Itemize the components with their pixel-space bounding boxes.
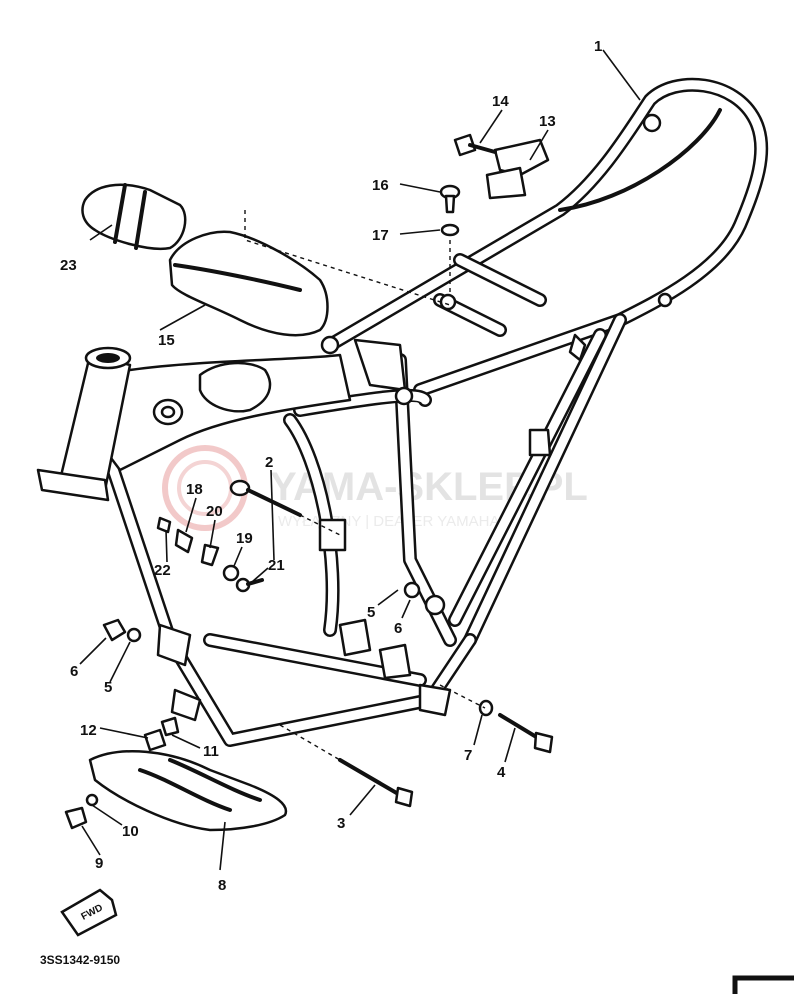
callout-23: 23 xyxy=(60,257,77,274)
callout-16: 16 xyxy=(372,177,389,194)
part-16-bolt[interactable] xyxy=(439,184,461,214)
part-7-washer[interactable] xyxy=(478,699,494,717)
part-23-cover[interactable] xyxy=(81,183,187,251)
callout-3: 3 xyxy=(337,815,345,832)
callout-14: 14 xyxy=(492,93,509,110)
part-5-washer-left[interactable] xyxy=(126,627,142,643)
callout-6-right: 6 xyxy=(394,620,402,637)
part-21-bolt[interactable] xyxy=(235,577,264,593)
callout-4: 4 xyxy=(497,764,506,781)
part-20[interactable] xyxy=(200,543,220,567)
callout-12: 12 xyxy=(80,722,97,739)
part-4-bolt[interactable] xyxy=(439,684,554,754)
callout-7: 7 xyxy=(464,747,472,764)
part-12[interactable] xyxy=(143,728,167,752)
callout-2: 2 xyxy=(265,454,273,471)
part-11[interactable] xyxy=(160,716,180,737)
part-22[interactable] xyxy=(156,516,172,534)
part-19-washer[interactable] xyxy=(222,564,240,582)
part-13-bracket[interactable] xyxy=(485,138,550,200)
part-8-skid-plate[interactable] xyxy=(88,750,288,832)
callout-18: 18 xyxy=(186,481,203,498)
part-18[interactable] xyxy=(174,528,194,554)
frame xyxy=(36,77,769,747)
callout-22: 22 xyxy=(154,562,171,579)
catalog-code: 3SS1342-9150 xyxy=(40,953,120,967)
callout-15: 15 xyxy=(158,332,175,349)
callout-6-left: 6 xyxy=(70,663,78,680)
part-15-tank-cover[interactable] xyxy=(168,210,451,337)
fwd-arrow-icon: FWD xyxy=(60,888,118,937)
steering-head xyxy=(36,346,132,502)
callout-8: 8 xyxy=(218,877,226,894)
callout-labels: 1 2 3 4 5 5 6 6 7 8 9 10 11 12 13 14 15 … xyxy=(60,38,602,894)
part-10-washer[interactable] xyxy=(85,793,99,807)
part-3-bolt[interactable] xyxy=(279,724,414,808)
callout-11: 11 xyxy=(203,743,219,760)
part-14-bolt[interactable] xyxy=(453,133,497,157)
part-6-nut-left[interactable] xyxy=(102,618,127,642)
part-2-bolt[interactable] xyxy=(229,479,341,536)
callout-1: 1 xyxy=(594,38,602,55)
callout-13: 13 xyxy=(539,113,556,130)
leader-lines xyxy=(79,49,641,871)
callout-21: 21 xyxy=(268,557,285,574)
callout-5-left: 5 xyxy=(104,679,112,696)
callout-9: 9 xyxy=(95,855,103,872)
callout-19: 19 xyxy=(236,530,253,547)
callout-10: 10 xyxy=(122,823,139,840)
part-17-washer[interactable] xyxy=(440,223,460,237)
watermark-tagline: WYŁĄCZNY | DEALER YAMAHA xyxy=(278,513,499,530)
part-9-bolt[interactable] xyxy=(64,806,88,830)
callout-5-right: 5 xyxy=(367,604,375,621)
callout-20: 20 xyxy=(206,503,223,520)
callout-17: 17 xyxy=(372,227,389,244)
corner-mark xyxy=(732,975,794,994)
